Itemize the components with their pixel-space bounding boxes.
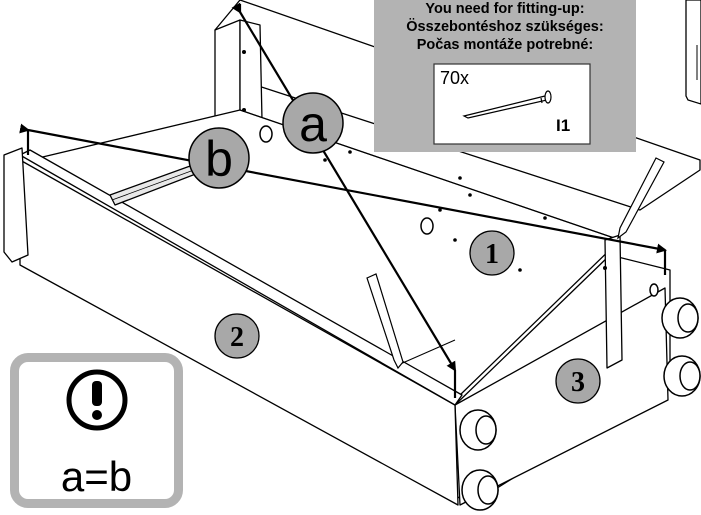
panel-2-label: 2 bbox=[230, 322, 244, 353]
diagonal-arrows bbox=[19, 2, 667, 398]
parts-needed-box: You need for fitting-up: Összebontéshoz … bbox=[374, 0, 636, 152]
part-code: I1 bbox=[556, 116, 571, 135]
caster-wheels bbox=[459, 297, 701, 511]
panel-3-label: 3 bbox=[571, 367, 585, 398]
callout-a-label: a bbox=[299, 96, 327, 152]
callout-a-circle bbox=[282, 92, 344, 154]
parts-title-hu: Összebontéshoz szükséges: bbox=[406, 19, 604, 35]
callout-circles bbox=[188, 92, 601, 404]
panel-numbers: 1 2 3 bbox=[230, 239, 585, 398]
panel-3-circle bbox=[555, 358, 601, 404]
callout-b-circle bbox=[188, 127, 250, 189]
parts-title-sk: Počas montáže potrebné: bbox=[416, 37, 594, 53]
panel-1-label: 1 bbox=[485, 239, 499, 270]
callout-labels: a b bbox=[205, 96, 327, 187]
part-quantity: 70x bbox=[440, 68, 470, 88]
parts-title-en: You need for fitting-up: bbox=[425, 1, 585, 17]
callout-b-label: b bbox=[205, 131, 233, 187]
adjacent-drawer bbox=[685, 0, 701, 105]
panel-2-circle bbox=[214, 313, 260, 359]
diagonal-b-line bbox=[19, 123, 667, 254]
exclamation-circle-icon bbox=[66, 369, 128, 431]
panel-1-circle bbox=[469, 230, 515, 276]
note-equation: a=b bbox=[60, 453, 133, 500]
nail-icon bbox=[433, 63, 591, 145]
